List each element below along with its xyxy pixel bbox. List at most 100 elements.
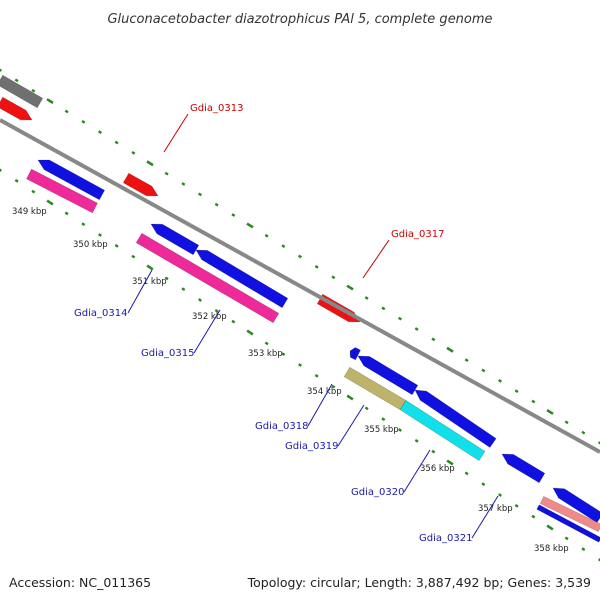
tick-mark (231, 319, 236, 324)
gene-label[interactable]: Gdia_0315 (141, 348, 194, 359)
tick-mark (531, 514, 536, 519)
kbp-label: 355 kbp (364, 425, 399, 435)
gene-label[interactable]: Gdia_0320 (351, 487, 404, 498)
tick-mark (231, 213, 236, 217)
tick-mark (581, 430, 586, 435)
tick-mark (264, 233, 269, 238)
tick-mark (98, 233, 102, 237)
tick-mark (131, 150, 136, 155)
gene-label[interactable]: Gdia_0319 (285, 441, 338, 452)
gene-label-leader (127, 269, 153, 314)
tick-mark (64, 211, 69, 216)
tick-mark (581, 547, 586, 552)
tick-mark (514, 389, 519, 394)
tick-mark (181, 182, 186, 186)
tick-mark (346, 284, 354, 291)
gene-label[interactable]: Gdia_0318 (255, 421, 308, 432)
gene-label-leader (307, 383, 333, 427)
tick-mark (146, 160, 154, 167)
tick-mark (564, 420, 569, 425)
tick-mark (598, 441, 600, 445)
tick-mark (364, 296, 369, 300)
tick-mark (497, 378, 503, 383)
tick-mark (214, 308, 219, 313)
gene-label[interactable]: Gdia_0317 (391, 229, 444, 240)
tick-mark (414, 327, 419, 331)
tick-mark (397, 316, 403, 321)
kbp-label: 350 kbp (73, 240, 108, 250)
blue-gene-arrow (195, 249, 289, 309)
tick-mark (331, 275, 336, 280)
tick-mark (281, 244, 286, 249)
tick-mark (97, 130, 103, 135)
tick-mark (346, 394, 354, 401)
gene-label-leader (403, 449, 431, 493)
tick-mark (46, 199, 54, 206)
gene-label-leader (193, 309, 221, 354)
tick-mark (214, 202, 219, 207)
tick-mark (398, 428, 402, 432)
tick-mark (197, 192, 203, 197)
tick-mark (546, 524, 554, 531)
kbp-label: 353 kbp (248, 349, 283, 359)
gene-label[interactable]: Gdia_0314 (74, 308, 127, 319)
tick-mark (531, 399, 536, 404)
tick-mark (46, 98, 54, 105)
red-gene-arrow (0, 96, 33, 121)
tick-mark (598, 558, 600, 562)
gray-gene-arrow (0, 74, 44, 109)
magenta-gene-arrow (26, 168, 98, 214)
kbp-label: 356 kbp (420, 464, 455, 474)
tick-mark (281, 352, 286, 357)
tick-mark (514, 503, 519, 508)
tick-mark (431, 337, 436, 342)
tick-mark (314, 264, 319, 269)
gene-label-leader (471, 495, 499, 539)
tick-mark (198, 298, 202, 302)
tick-mark (481, 368, 486, 373)
red-gene-arrow (122, 172, 159, 197)
kbp-label: 357 kbp (478, 504, 513, 514)
olive-gene-arrow (343, 366, 407, 411)
inner-tick-ring (0, 168, 600, 562)
tick-mark (0, 68, 2, 72)
tick-mark (81, 222, 86, 227)
tick-mark (381, 417, 386, 422)
kbp-label: 354 kbp (307, 387, 342, 397)
tick-mark (464, 358, 469, 363)
tick-mark (81, 119, 86, 124)
kbp-label: 358 kbp (534, 544, 569, 554)
tick-mark (446, 459, 454, 466)
tick-mark (146, 264, 154, 271)
blue-gene-arrow (414, 389, 497, 448)
gene-label[interactable]: Gdia_0321 (419, 533, 472, 544)
tick-mark (264, 341, 269, 346)
tick-mark (546, 408, 554, 415)
tick-mark (31, 88, 36, 93)
gene-label[interactable]: Gdia_0313 (190, 103, 243, 114)
tick-mark (14, 78, 19, 83)
tick-mark (246, 222, 254, 229)
tick-mark (0, 168, 2, 172)
genome-backbone (0, 118, 600, 454)
tick-mark (114, 140, 119, 145)
tick-mark (314, 373, 319, 378)
tick-mark (481, 482, 486, 487)
tick-mark (364, 406, 369, 411)
outer-tick-ring (0, 68, 600, 445)
tick-mark (31, 189, 36, 194)
tick-mark (164, 171, 169, 176)
kbp-label: 352 kbp (192, 312, 227, 322)
topology-text: Topology: circular; Length: 3,887,492 bp… (247, 575, 591, 590)
tick-mark (431, 449, 436, 454)
gene-label-leader (362, 239, 390, 279)
tick-mark (14, 178, 19, 183)
magenta-gene-arrow (135, 232, 280, 324)
tick-mark (381, 306, 386, 311)
tick-mark (331, 384, 336, 389)
cyan-gene-arrow (399, 399, 486, 462)
salmon-gene-arrow (539, 495, 600, 533)
tick-mark (298, 254, 302, 259)
